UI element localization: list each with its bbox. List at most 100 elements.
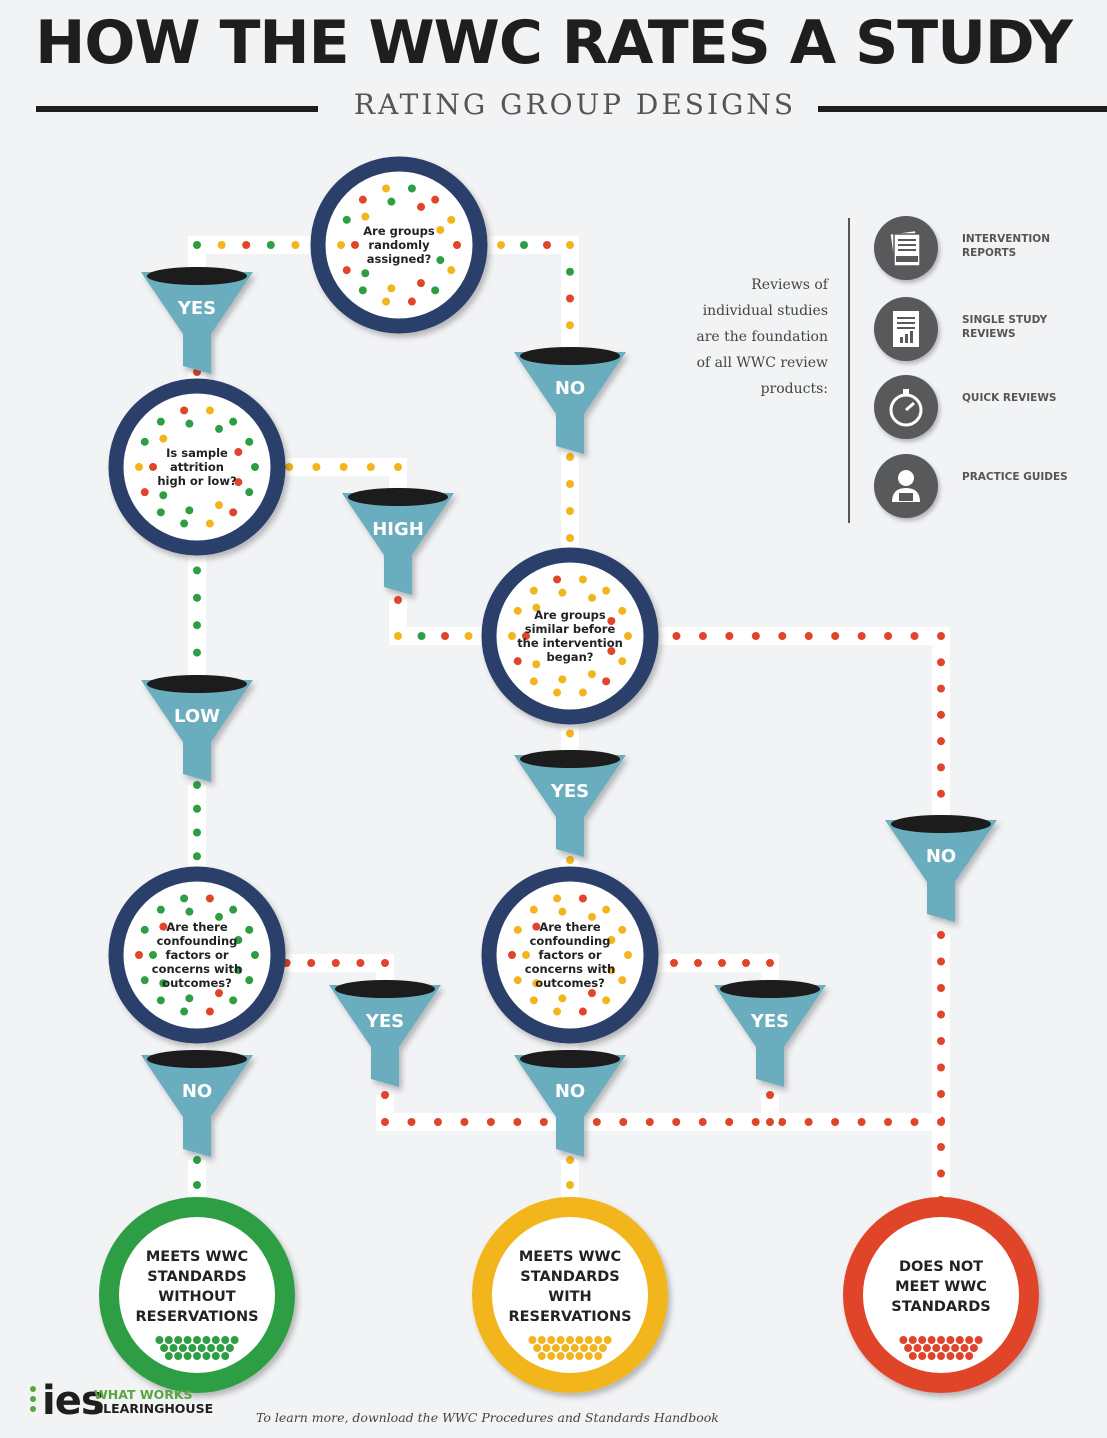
bead-dot <box>135 463 143 471</box>
path-dot <box>566 1156 574 1164</box>
question-text-line: concerns with <box>525 962 615 976</box>
bead-dot <box>202 1352 211 1360</box>
path-dot <box>193 781 201 789</box>
bead-dot <box>164 1336 173 1344</box>
path-dot <box>831 632 840 640</box>
question-text-line: confounding <box>157 934 238 948</box>
question-text-line: Is sample <box>166 446 228 460</box>
bead-dot <box>553 688 562 697</box>
path-dot <box>592 1118 601 1126</box>
bead-dot <box>537 1336 546 1344</box>
product-label-quick-reviews: QUICK REVIEWS <box>962 392 1057 404</box>
bead-dot <box>587 670 596 679</box>
bead-dot <box>178 1344 187 1352</box>
funnel-conf-left-no: NO <box>141 1050 253 1157</box>
bead-dot <box>584 1336 593 1344</box>
bead-dot <box>159 922 168 931</box>
bead-dot <box>135 951 143 959</box>
bead-dot <box>558 588 567 597</box>
funnel-conf-right-no: NO <box>514 1050 626 1157</box>
bead-dot <box>342 215 351 224</box>
outcome-ring <box>99 1197 295 1393</box>
question-center <box>362 208 436 282</box>
bead-dot <box>575 1352 584 1360</box>
path-dot <box>778 1118 787 1126</box>
funnel-mouth <box>520 1050 620 1068</box>
bead-dot <box>553 1007 562 1016</box>
bead-dot <box>528 1336 537 1344</box>
bead-dot <box>361 212 370 221</box>
bead-dot <box>602 586 611 595</box>
funnel-body <box>514 352 626 454</box>
bead-dot <box>965 1352 974 1360</box>
path-dot <box>407 1118 416 1126</box>
path-dot <box>937 1118 945 1126</box>
bead-dot <box>551 1344 560 1352</box>
path-dot <box>937 763 945 772</box>
bead-dot <box>159 979 168 988</box>
bead-dot <box>553 575 562 584</box>
funnel-attrition-low: LOW <box>141 675 253 782</box>
bead-dot <box>156 905 165 914</box>
path-dot <box>193 566 201 575</box>
question-center <box>160 918 234 992</box>
bead-dot <box>946 1336 955 1344</box>
outcome-text-line: WITHOUT <box>158 1289 236 1305</box>
bead-dot <box>513 606 522 615</box>
path-dot <box>718 959 726 967</box>
bead-dot <box>387 284 396 293</box>
path-dot <box>937 789 945 798</box>
bead-dot <box>946 1352 955 1360</box>
bead-dot <box>578 894 587 903</box>
path-dot <box>441 632 449 640</box>
funnel-conf-right-yes: YES <box>714 980 826 1087</box>
path-dot <box>751 632 760 640</box>
funnel-label: NO <box>926 846 956 867</box>
path-dot <box>937 1090 945 1098</box>
bead-dot <box>602 905 611 914</box>
bead-dot <box>337 241 345 249</box>
path-dot <box>460 1118 469 1126</box>
bead-dot <box>899 1336 908 1344</box>
path-dot <box>417 632 426 640</box>
bead-dot <box>575 1336 584 1344</box>
bead-dot <box>214 989 223 998</box>
path-dot <box>266 241 275 249</box>
bead-dot <box>382 184 391 193</box>
bead-dot <box>547 1336 556 1344</box>
path-dot <box>366 463 375 471</box>
funnel-body <box>329 985 441 1087</box>
bead-dot <box>140 976 149 985</box>
bead-dot <box>382 297 391 306</box>
question-text-line: similar before <box>525 622 616 636</box>
path-random-yes <box>188 236 324 276</box>
bead-dot <box>904 1344 913 1352</box>
bead-dot <box>584 1352 593 1360</box>
bead-dot <box>937 1352 945 1360</box>
logo-dot <box>30 1396 36 1402</box>
bead-dot <box>532 660 541 669</box>
path-dot <box>566 241 574 249</box>
bead-dot <box>570 1344 579 1352</box>
bead-dot <box>513 976 522 985</box>
bead-dot <box>618 657 627 666</box>
path-dot <box>520 241 528 249</box>
side-note: Reviews of individual studies are the fo… <box>696 277 828 397</box>
bead-dot <box>214 501 223 510</box>
bead-dot <box>618 976 627 985</box>
bead-dot <box>229 996 238 1005</box>
funnel-random-no: NO <box>514 347 626 454</box>
bead-dot <box>436 256 445 265</box>
bead-dot <box>558 994 567 1003</box>
bead-dot <box>164 1352 173 1360</box>
bead-dot <box>522 631 530 640</box>
path-dot <box>312 463 321 471</box>
path-dot <box>566 267 574 276</box>
path-attrition-high <box>258 458 407 497</box>
path-no-to-not-meet <box>932 931 950 1204</box>
bead-dot <box>351 240 360 249</box>
intervention-reports-icon <box>874 216 938 280</box>
bead-dot <box>578 688 587 697</box>
path-dot <box>566 1181 574 1189</box>
